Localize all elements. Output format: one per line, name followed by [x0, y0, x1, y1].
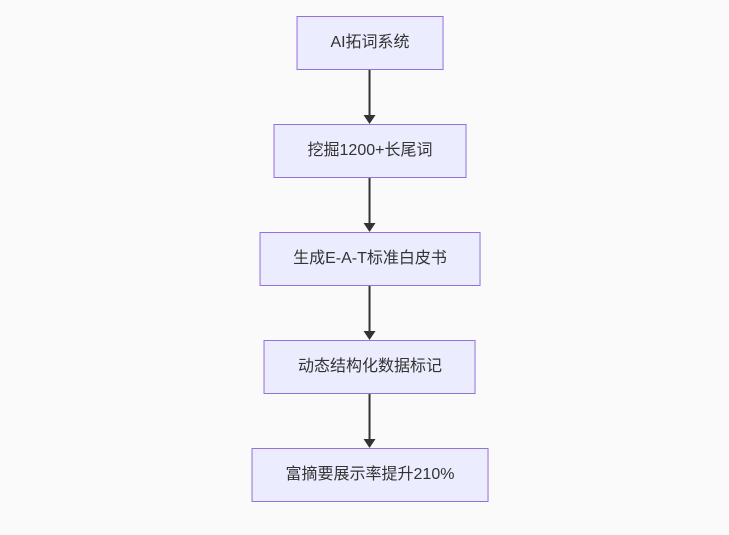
arrow-line — [369, 178, 371, 223]
flowchart: AI拓词系统 挖掘1200+长尾词 生成E-A-T标准白皮书 动态结构化数据标记 — [251, 16, 489, 502]
arrowhead-down-icon — [364, 115, 376, 124]
edge-connector — [364, 286, 376, 340]
edge-connector — [364, 394, 376, 448]
flow-node-rich-snippet-rate: 富摘要展示率提升210% — [251, 448, 489, 502]
arrow-line — [369, 286, 371, 331]
flow-node-eat-whitepaper: 生成E-A-T标准白皮书 — [259, 232, 481, 286]
node-label: 挖掘1200+长尾词 — [307, 142, 433, 159]
edge-connector — [364, 178, 376, 232]
node-label: 富摘要展示率提升210% — [285, 466, 455, 483]
flow-node-structured-data: 动态结构化数据标记 — [263, 340, 476, 394]
arrow-line — [369, 70, 371, 115]
node-label: 生成E-A-T标准白皮书 — [293, 250, 447, 267]
arrowhead-down-icon — [364, 331, 376, 340]
arrowhead-down-icon — [364, 439, 376, 448]
flow-node-ai-system: AI拓词系统 — [296, 16, 444, 70]
node-label: 动态结构化数据标记 — [297, 358, 442, 375]
arrowhead-down-icon — [364, 223, 376, 232]
flow-node-longtail-keywords: 挖掘1200+长尾词 — [273, 124, 467, 178]
edge-connector — [364, 70, 376, 124]
arrow-line — [369, 394, 371, 439]
node-label: AI拓词系统 — [330, 34, 410, 51]
